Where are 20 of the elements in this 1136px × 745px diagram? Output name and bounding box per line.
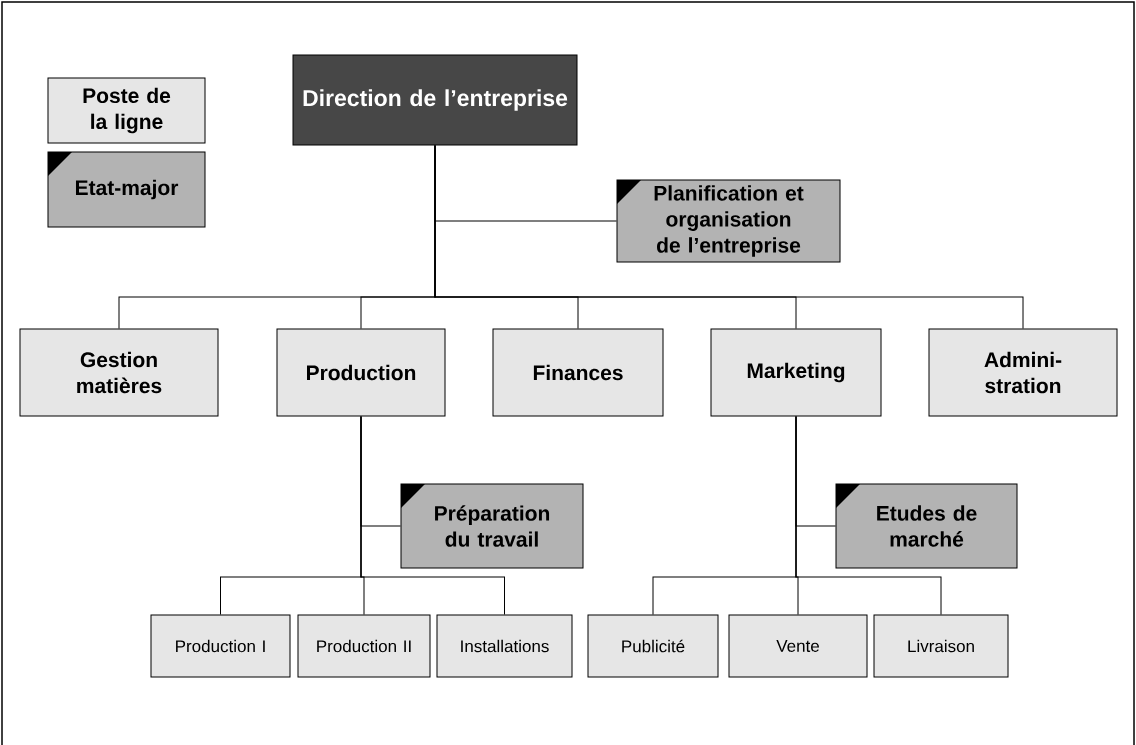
staff-box: Préparation du travail: [400, 483, 584, 569]
department-box: Gestion matières: [19, 328, 219, 417]
unit-box: Publicité: [587, 614, 719, 678]
department-box: Admini-stration: [928, 328, 1118, 417]
unit-box: Installations: [436, 614, 573, 678]
connector-line: [795, 416, 942, 615]
legend-box: Etat-major: [47, 151, 206, 228]
unit-box: Production I: [150, 614, 291, 678]
connector-line: [360, 416, 505, 615]
department-box: Finances: [492, 328, 664, 417]
staff-box: Planification et organisation de l’entreprise: [616, 179, 841, 263]
department-box: Production: [276, 328, 446, 417]
unit-box: Livraison: [873, 614, 1009, 678]
legend-box: Poste de la ligne: [47, 77, 206, 144]
connector-line: [434, 145, 1024, 329]
unit-box: Vente: [728, 614, 868, 678]
unit-box: Production II: [297, 614, 431, 678]
head-box: Direction de l’entreprise: [292, 54, 578, 146]
department-box: Marketing: [710, 328, 882, 417]
staff-box: Etudes de marché: [835, 483, 1018, 569]
